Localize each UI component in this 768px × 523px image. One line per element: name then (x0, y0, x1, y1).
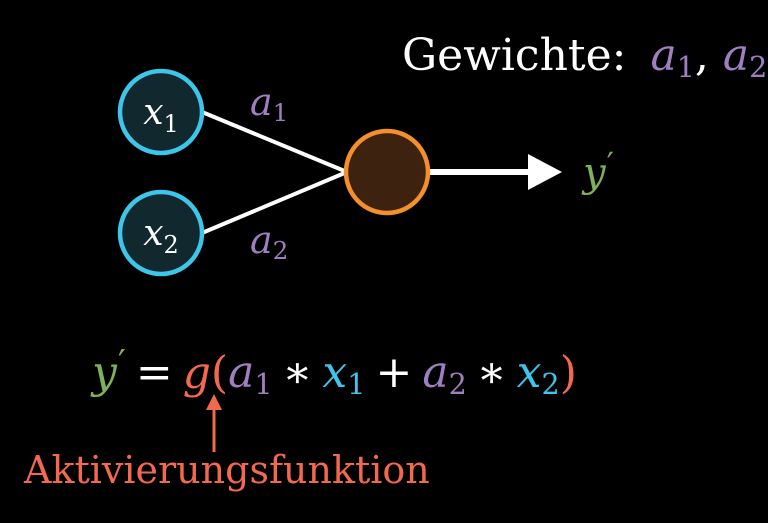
weight-var: a (250, 80, 273, 124)
input-sub: 1 (164, 110, 179, 138)
term2-input: x2 (516, 347, 560, 402)
output-arrowhead (528, 154, 562, 190)
input-sub: 2 (164, 231, 179, 259)
input-var: x (516, 347, 542, 399)
weight-a2: a2 (722, 30, 768, 85)
weight-var: a (650, 30, 677, 81)
weight-var: a (250, 218, 273, 262)
neuron-node (343, 128, 431, 216)
input-label-x1: x1 (143, 92, 179, 138)
input-sub: 1 (347, 367, 366, 402)
formula-lhs: y′ (92, 343, 126, 399)
weight-sub: 2 (749, 50, 768, 85)
edge-weight-a2: a2 (250, 218, 288, 265)
times-sign: ∗ (282, 347, 313, 399)
edge-weight-a1: a1 (250, 80, 288, 127)
term2-weight: a2 (422, 347, 467, 402)
output-var: y (583, 150, 606, 197)
weight-sub: 2 (272, 236, 289, 266)
close-paren: ) (559, 347, 577, 399)
weight-sub: 2 (448, 367, 467, 402)
lhs-var: y (92, 347, 117, 399)
activation-function-label: Aktivierungsfunktion (24, 448, 430, 492)
plus-sign: + (375, 347, 413, 399)
weight-sub: 1 (272, 98, 289, 128)
weight-a1: a1 (650, 30, 695, 85)
open-paren: ( (210, 347, 229, 399)
activation-arrow-head (206, 394, 222, 410)
term1-weight: a1 (228, 347, 273, 402)
weights-separator: , (694, 30, 709, 81)
input-label-x2: x2 (143, 213, 179, 259)
edge-x2-to-neuron (201, 170, 348, 235)
equals-sign: = (135, 347, 173, 399)
weight-sub: 1 (676, 50, 695, 85)
input-sub: 2 (541, 367, 560, 402)
weights-label: Gewichte: (402, 30, 627, 81)
output-prime: ′ (606, 145, 614, 183)
weight-var: a (722, 30, 750, 81)
input-node-x2 (117, 189, 205, 277)
activation-formula: y′=g(a1∗x1+a2∗x2) (92, 343, 577, 401)
weight-var: a (228, 347, 255, 399)
output-label: y′ (583, 145, 614, 196)
weight-sub: 1 (254, 367, 273, 402)
activation-function-g: g (182, 347, 211, 399)
input-var: x (143, 213, 163, 254)
lhs-prime: ′ (117, 343, 126, 384)
input-node-x1 (117, 68, 205, 156)
times-sign: ∗ (476, 347, 507, 399)
edge-x1-to-neuron (201, 110, 348, 174)
weight-var: a (422, 347, 449, 399)
weights-title: Gewichte: a1, a2 (402, 30, 767, 84)
input-var: x (322, 347, 348, 399)
input-var: x (143, 92, 163, 133)
term1-input: x1 (322, 347, 366, 402)
